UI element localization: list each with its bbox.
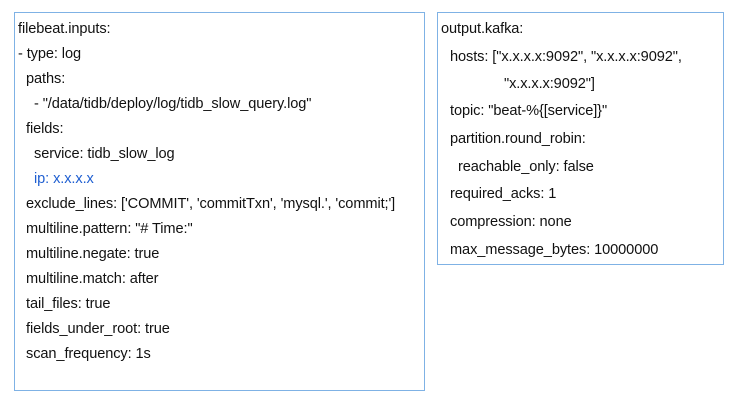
filebeat-config-panel: filebeat.inputs: - type: log paths: - "/… xyxy=(14,12,425,391)
config-line-partition-round-robin: partition.round_robin: xyxy=(450,131,586,147)
config-line-path-value: - "/data/tidb/deploy/log/tidb_slow_query… xyxy=(34,96,312,112)
kafka-output-panel: output.kafka: hosts: ["x.x.x.x:9092", "x… xyxy=(437,12,724,265)
config-line-service: service: tidb_slow_log xyxy=(34,146,175,162)
config-line-compression: compression: none xyxy=(450,214,572,230)
config-line-fields-under-root: fields_under_root: true xyxy=(26,321,170,337)
config-line-tail-files: tail_files: true xyxy=(26,296,111,312)
config-line-type: - type: log xyxy=(18,46,81,62)
config-line-exclude-lines: exclude_lines: ['COMMIT', 'commitTxn', '… xyxy=(26,196,396,212)
config-line-multiline-match: multiline.match: after xyxy=(26,271,159,287)
config-line-ip: ip: x.x.x.x xyxy=(34,171,94,187)
config-line-topic: topic: "beat-%{[service]}" xyxy=(450,103,608,119)
config-line-hosts: hosts: ["x.x.x.x:9092", "x.x.x.x:9092", xyxy=(450,49,682,65)
config-line-required-acks: required_acks: 1 xyxy=(450,186,557,202)
config-line-scan-frequency: scan_frequency: 1s xyxy=(26,346,151,362)
config-line-filebeat-inputs: filebeat.inputs: xyxy=(18,21,111,37)
config-line-multiline-pattern: multiline.pattern: "# Time:" xyxy=(26,221,193,237)
config-line-hosts-continued: "x.x.x.x:9092"] xyxy=(504,76,595,92)
config-line-multiline-negate: multiline.negate: true xyxy=(26,246,160,262)
config-line-output-kafka: output.kafka: xyxy=(441,21,524,37)
config-line-max-message-bytes: max_message_bytes: 10000000 xyxy=(450,242,659,258)
config-line-paths: paths: xyxy=(26,71,66,87)
config-line-fields: fields: xyxy=(26,121,64,137)
config-line-reachable-only: reachable_only: false xyxy=(458,159,594,175)
